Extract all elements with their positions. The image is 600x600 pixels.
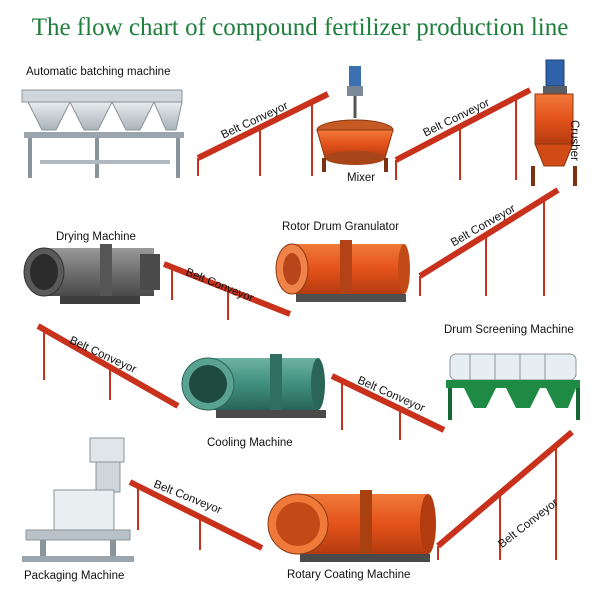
mixer-figure — [316, 66, 394, 172]
belt-conveyor-figure — [36, 323, 180, 409]
cooling-machine-figure — [181, 354, 326, 418]
packaging-machine-figure — [22, 437, 134, 562]
batching-machine-figure — [21, 89, 184, 178]
label-drying-machine: Drying Machine — [56, 231, 136, 243]
chart-title: The flow chart of compound fertilizer pr… — [31, 14, 569, 41]
label-cooling-machine: Cooling Machine — [207, 437, 293, 449]
drying-machine-figure — [23, 244, 160, 304]
belt-conveyor-figure — [436, 429, 574, 560]
label-crusher: Crusher — [568, 120, 580, 161]
label-mixer: Mixer — [347, 172, 376, 184]
belt-conveyor-figure — [128, 479, 264, 551]
label-drum-screening-machine: Drum Screening Machine — [444, 324, 574, 336]
belt-conveyor-figure — [162, 261, 292, 320]
belt-conveyor-figure — [418, 187, 560, 296]
label-rotor-drum-granulator: Rotor Drum Granulator — [282, 221, 399, 233]
crusher-figure — [531, 59, 577, 186]
screening-machine-figure — [446, 353, 580, 420]
label-rotary-coating-machine: Rotary Coating Machine — [287, 569, 411, 581]
granulator-figure — [275, 240, 410, 302]
label-automatic-batching-machine: Automatic batching machine — [26, 66, 171, 78]
belt-conveyor-figure — [394, 87, 532, 180]
label-packaging-machine: Packaging Machine — [24, 570, 125, 582]
belt-conveyor-figure — [330, 373, 446, 440]
rotary-coating-figure — [267, 490, 436, 562]
belt-conveyor-figure — [196, 91, 330, 176]
